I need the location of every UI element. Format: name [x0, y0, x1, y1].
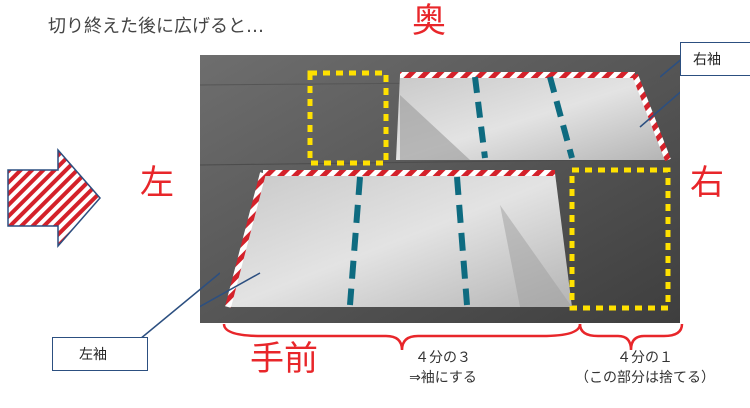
photo-spread-bag [200, 55, 680, 323]
label-left: 左 [140, 163, 174, 203]
note-one-quarter-line1: ４分の１ [617, 350, 673, 366]
callout-right-sleeve-text: 右袖 [693, 52, 721, 68]
left-leader-line [140, 272, 220, 340]
label-right: 右 [690, 163, 724, 203]
front-left-tape [225, 172, 266, 308]
label-front: 手前 [250, 339, 318, 379]
callout-left-sleeve: 左袖 [52, 337, 148, 371]
back-discard-box [307, 70, 389, 166]
back-cut-line-2 [547, 76, 575, 159]
back-cut-line-1 [472, 76, 488, 159]
front-plastic-sheet [228, 173, 572, 307]
note-three-quarters-line1: ４分の３ [415, 350, 471, 366]
brace-three-quarters [222, 323, 582, 351]
callout-right-sleeve: 右袖 [680, 42, 750, 76]
label-back: 奥 [412, 1, 446, 41]
front-cut-line-2 [454, 176, 470, 306]
callout-left-sleeve-text: 左袖 [79, 347, 107, 363]
note-three-quarters: ４分の３ ⇒袖にする [368, 348, 518, 388]
note-three-quarters-line2: ⇒袖にする [409, 370, 477, 386]
note-one-quarter: ４分の１ （この部分は捨てる） [545, 348, 745, 388]
note-one-quarter-line2: （この部分は捨てる） [575, 370, 715, 386]
back-plastic-sheet [396, 75, 668, 160]
caption-text: 切り終えた後に広げると… [48, 16, 264, 37]
front-cut-line-1 [347, 176, 363, 306]
brace-one-quarter [578, 323, 684, 351]
striped-right-arrow-icon [7, 148, 101, 248]
